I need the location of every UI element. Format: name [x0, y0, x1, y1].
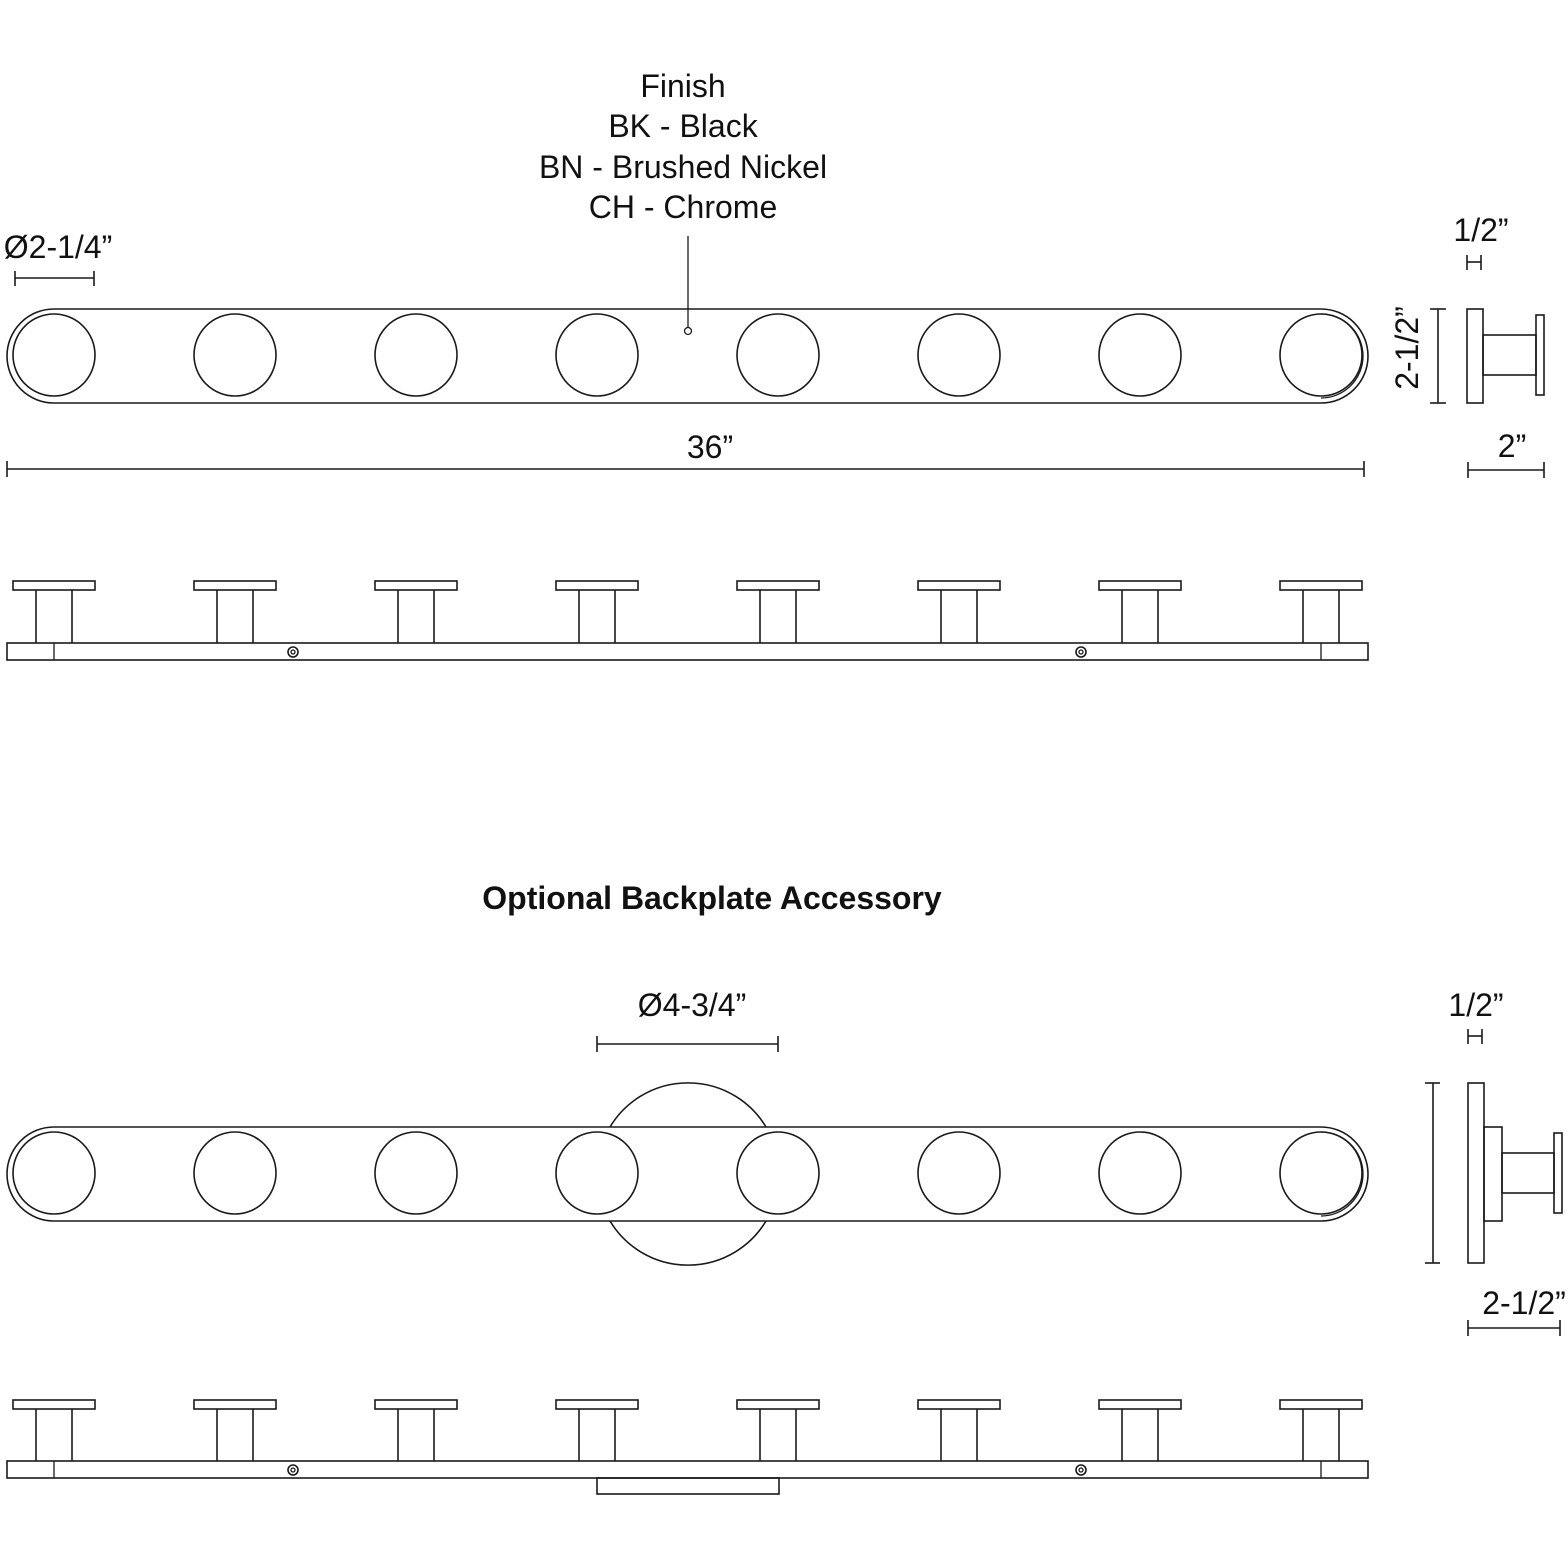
- side-height-dimension: [1430, 308, 1446, 404]
- bottom-front-rail: [6, 1126, 1369, 1222]
- plan-hook: [1279, 1399, 1363, 1461]
- hook-knob: [1279, 313, 1363, 397]
- plan-hook: [736, 580, 820, 643]
- hook-knob: [374, 313, 458, 397]
- hook-knob: [736, 313, 820, 397]
- top-plan-view: [6, 580, 1369, 661]
- backplate-knob-depth-dimension: [1467, 1029, 1483, 1044]
- finish-leader-dot: [683, 326, 693, 336]
- overall-length-dimension: [6, 461, 1365, 477]
- side-knob-depth-label: 1/2”: [1453, 212, 1508, 248]
- side-projection-dimension: [1467, 462, 1545, 478]
- hook-knob: [917, 313, 1001, 397]
- backplate-title: Optional Backplate Accessory: [482, 880, 942, 916]
- round-backplate-upper: [609, 1082, 767, 1128]
- overall-length-label: 36”: [687, 429, 733, 465]
- side-height-label: 2-1/2”: [1389, 306, 1425, 390]
- side-knob-depth-dimension: [1466, 255, 1482, 270]
- finish-option-brushed-nickel: BN - Brushed Nickel: [539, 149, 827, 185]
- plan-hook: [555, 580, 639, 643]
- mounting-screw: [287, 646, 299, 658]
- hook-knob: [12, 313, 96, 397]
- backplate-side-profile: [1467, 1082, 1563, 1264]
- finish-option-chrome: CH - Chrome: [589, 189, 777, 225]
- backplate-height-dimension: [1425, 1082, 1440, 1264]
- backplate-projection-dimension: [1467, 1320, 1561, 1336]
- plan-hook: [1098, 580, 1182, 643]
- hook-diameter-dimension: [14, 271, 95, 286]
- plan-hook: [193, 1399, 277, 1461]
- backplate-diameter-dimension: [596, 1036, 779, 1052]
- plan-rail: [6, 1460, 1369, 1479]
- hook-knob: [555, 1131, 639, 1215]
- mounting-screw: [1075, 646, 1087, 658]
- plan-hook: [736, 1399, 820, 1461]
- side-profile: [1466, 308, 1545, 404]
- plan-hook: [1279, 580, 1363, 643]
- hook-diameter-label: Ø2-1/4”: [4, 229, 112, 265]
- backplate-knob-depth-label: 1/2”: [1448, 987, 1503, 1023]
- hook-knob: [736, 1131, 820, 1215]
- side-projection-label: 2”: [1498, 428, 1526, 464]
- hook-knob: [193, 1131, 277, 1215]
- hook-knob: [917, 1131, 1001, 1215]
- plan-hook: [555, 1399, 639, 1461]
- plan-hook: [917, 1399, 1001, 1461]
- backplate-diameter-label: Ø4-3/4”: [638, 987, 746, 1023]
- bottom-front-hooks: [12, 1131, 1363, 1215]
- finish-heading: Finish: [640, 68, 725, 104]
- hook-knob: [1098, 313, 1182, 397]
- plan-hook: [917, 580, 1001, 643]
- top-front-rail: [6, 308, 1369, 404]
- plan-backplate: [596, 1477, 780, 1495]
- plan-hook: [12, 1399, 96, 1461]
- plan-hook: [374, 1399, 458, 1461]
- hook-knob: [1279, 1131, 1363, 1215]
- hook-knob: [1098, 1131, 1182, 1215]
- backplate-projection-label: 2-1/2”: [1482, 1285, 1566, 1321]
- finish-option-black: BK - Black: [608, 108, 758, 144]
- mounting-screw: [287, 1464, 299, 1476]
- mounting-screw: [1075, 1464, 1087, 1476]
- hook-knob: [193, 313, 277, 397]
- round-backplate-lower: [609, 1220, 767, 1266]
- plan-hook: [1098, 1399, 1182, 1461]
- plan-hook: [193, 580, 277, 643]
- hook-knob: [374, 1131, 458, 1215]
- bottom-plan-view: [6, 1399, 1369, 1495]
- hook-knob: [12, 1131, 96, 1215]
- hook-knob: [555, 313, 639, 397]
- plan-rail: [6, 642, 1369, 661]
- plan-hook: [12, 580, 96, 643]
- top-front-hooks: [12, 313, 1363, 397]
- plan-hook: [374, 580, 458, 643]
